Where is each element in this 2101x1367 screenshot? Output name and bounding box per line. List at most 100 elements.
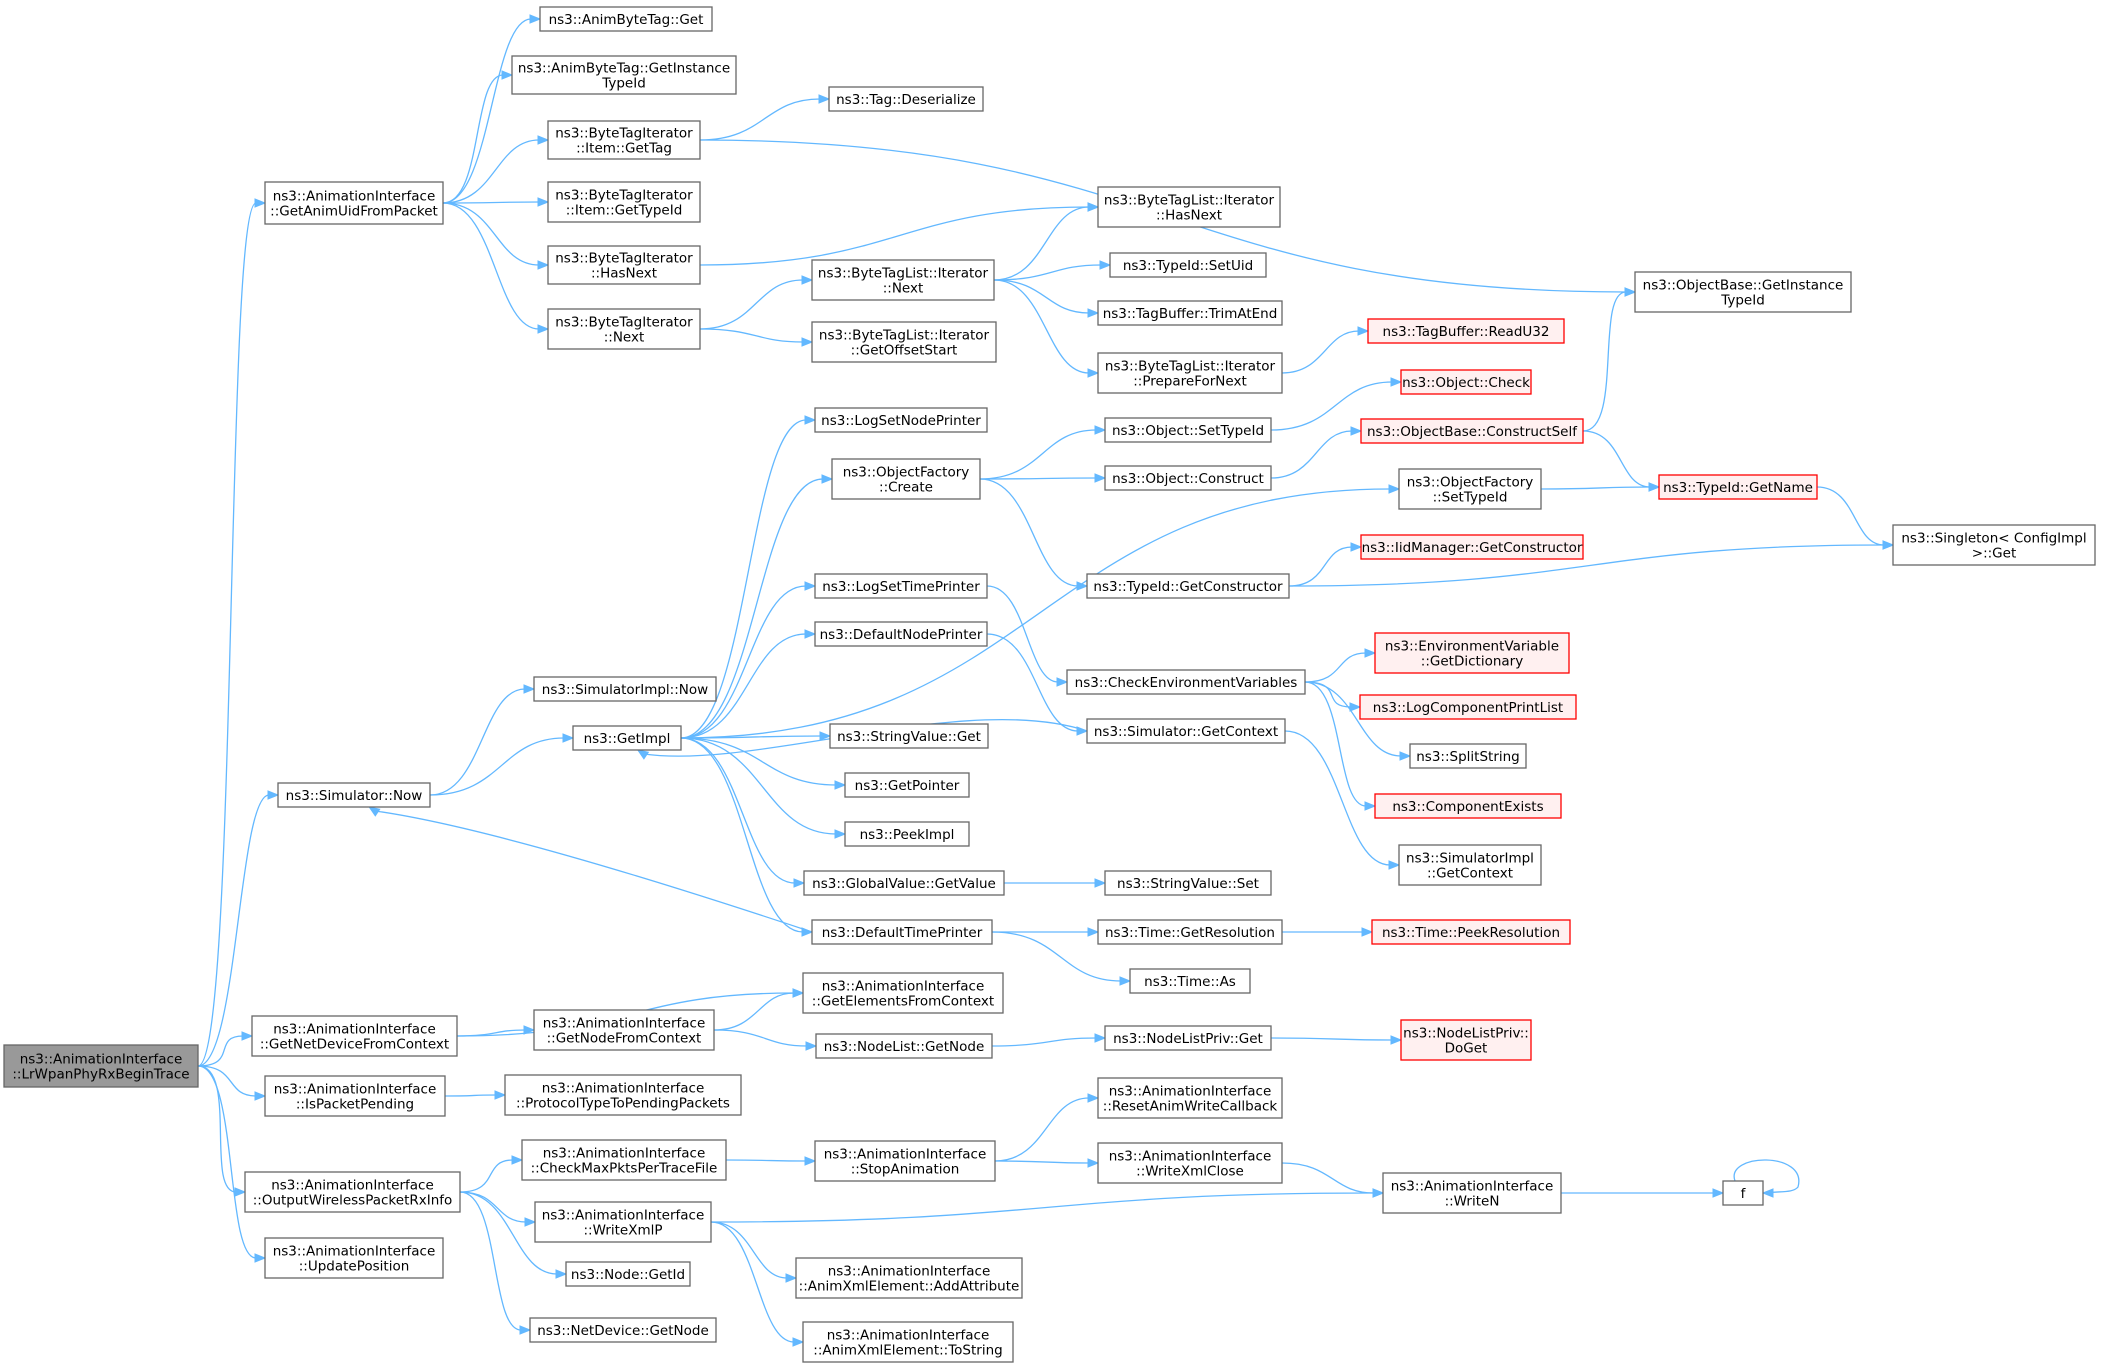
function-node-def-time-pr[interactable]: ns3::DefaultTimePrinter [811,919,993,945]
function-node-def-node-pr[interactable]: ns3::DefaultNodePrinter [814,621,988,647]
node-box [533,1009,715,1051]
function-node-btl-prep[interactable]: ns3::ByteTagList::Iterator::PrepareForNe… [1097,352,1283,394]
edge-root-to-outWireless [197,1065,237,1193]
function-node-sim-now[interactable]: ns3::Simulator::Now [277,782,431,808]
function-node-update-pos[interactable]: ns3::AnimationInterface::UpdatePosition [264,1237,444,1279]
function-node-reset-anim[interactable]: ns3::AnimationInterface::ResetAnimWriteC… [1097,1077,1283,1119]
function-node-sim-impl-now[interactable]: ns3::SimulatorImpl::Now [533,676,717,702]
function-node-get-pointer[interactable]: ns3::GetPointer [844,772,970,798]
edge-btlNext-to-tbTrim [993,279,1090,314]
function-node-tid-get-cons[interactable]: ns3::TypeId::GetConstructor [1086,573,1290,599]
function-node-tb-read[interactable]: ns3::TagBuffer::ReadU32 [1367,318,1565,344]
function-node-add-attr[interactable]: ns3::AnimationInterface::AnimXmlElement:… [795,1257,1023,1299]
function-node-tid-get-name[interactable]: ns3::TypeId::GetName [1658,474,1818,500]
function-node-of-set-tid[interactable]: ns3::ObjectFactory::SetTypeId [1398,468,1542,510]
edge-arrowhead [555,1269,568,1279]
function-node-check-env[interactable]: ns3::CheckEnvironmentVariables [1066,669,1306,695]
function-node-singleton-get[interactable]: ns3::Singleton< ConfigImpl>::Get [1892,524,2096,566]
function-node-btl-has-next[interactable]: ns3::ByteTagList::Iterator::HasNext [1097,186,1281,228]
node-label: ns3::LogComponentPrintList [1373,700,1563,716]
function-node-log-comp-print[interactable]: ns3::LogComponentPrintList [1359,694,1577,720]
node-box [1097,1077,1283,1119]
function-node-comp-exists[interactable]: ns3::ComponentExists [1374,793,1562,819]
function-node-obj-set-tid[interactable]: ns3::Object::SetTypeId [1104,417,1272,443]
function-node-peek-impl[interactable]: ns3::PeekImpl [844,821,970,847]
function-node-obj-check[interactable]: ns3::Object::Check [1400,369,1532,395]
function-node-time-peek-res[interactable]: ns3::Time::PeekResolution [1371,919,1571,945]
edge-arrowhead [1648,482,1661,492]
node-label: ::GetNetDeviceFromContext [260,1037,449,1053]
function-node-log-set-time[interactable]: ns3::LogSetTimePrinter [814,573,988,599]
node-box [1367,318,1565,344]
function-node-ob-const-self[interactable]: ns3::ObjectBase::ConstructSelf [1360,418,1584,444]
node-label: ns3::StringValue::Get [837,729,981,745]
function-node-split-string[interactable]: ns3::SplitString [1409,743,1527,769]
node-label: ns3::ByteTagList::Iterator [1105,359,1276,375]
node-box [1371,919,1571,945]
function-node-proto-pending[interactable]: ns3::AnimationInterface::ProtocolTypeToP… [504,1074,742,1116]
function-node-to-string[interactable]: ns3::AnimationInterface::AnimXmlElement:… [802,1321,1014,1363]
edge-getImpl-to-logSetNode [680,419,807,739]
function-node-node-get-id[interactable]: ns3::Node::GetId [565,1261,691,1287]
function-node-abt-get[interactable]: ns3::AnimByteTag::Get [539,6,713,32]
node-box [1097,1142,1283,1184]
function-node-get-node-ctx[interactable]: ns3::AnimationInterface::GetNodeFromCont… [533,1009,715,1051]
function-node-sv-set[interactable]: ns3::StringValue::Set [1104,870,1272,896]
function-node-iid-get-cons[interactable]: ns3::IidManager::GetConstructor [1360,534,1584,560]
function-node-obj-construct[interactable]: ns3::Object::Construct [1104,465,1272,491]
function-node-nlp-do-get[interactable]: ns3::NodeListPriv::DoGet [1400,1019,1532,1061]
function-node-of-create[interactable]: ns3::ObjectFactory::Create [831,458,981,500]
function-node-write-xml-close[interactable]: ns3::AnimationInterface::WriteXmlClose [1097,1142,1283,1184]
function-node-tag-deser[interactable]: ns3::Tag::Deserialize [828,86,984,112]
function-node-btl-next[interactable]: ns3::ByteTagList::Iterator::Next [811,259,995,301]
node-box [1374,632,1570,674]
function-node-nlp-get[interactable]: ns3::NodeListPriv::Get [1104,1025,1272,1051]
node-label: ns3::ByteTagList::Iterator [819,328,990,344]
function-node-bti-next[interactable]: ns3::ByteTagIterator::Next [547,308,701,350]
edge-arrowhead [1388,860,1401,870]
function-node-write-xml-p[interactable]: ns3::AnimationInterface::WriteXmlP [534,1201,712,1243]
node-label: ns3::LogSetTimePrinter [822,579,980,595]
function-node-nd-get-node[interactable]: ns3::NetDevice::GetNode [529,1317,717,1343]
function-node-check-max[interactable]: ns3::AnimationInterface::CheckMaxPktsPer… [521,1139,727,1181]
function-node-nl-get-node[interactable]: ns3::NodeList::GetNode [815,1033,993,1059]
function-node-env-get-dict[interactable]: ns3::EnvironmentVariable::GetDictionary [1374,632,1570,674]
edge-arrowhead [819,731,832,741]
edge-outWireless-to-checkMax [459,1159,514,1193]
function-node-get-net-dev[interactable]: ns3::AnimationInterface::GetNetDeviceFro… [251,1015,458,1057]
function-node-f[interactable]: f [1722,1180,1764,1206]
function-node-write-n[interactable]: ns3::AnimationInterface::WriteN [1382,1172,1562,1214]
function-node-sv-get[interactable]: ns3::StringValue::Get [829,723,989,749]
node-box [811,321,997,363]
edge-getAnimUid-to-btiGetTypeId [442,201,540,204]
function-node-btl-get-off[interactable]: ns3::ByteTagList::Iterator::GetOffsetSta… [811,321,997,363]
function-node-bti-get-tag[interactable]: ns3::ByteTagIterator::Item::GetTag [547,120,701,160]
function-node-get-anim-uid[interactable]: ns3::AnimationInterface::GetAnimUidFromP… [264,181,444,225]
function-node-is-pending[interactable]: ns3::AnimationInterface::IsPacketPending [264,1075,446,1117]
function-node-gv-get-value[interactable]: ns3::GlobalValue::GetValue [803,870,1005,896]
edge-arrowhead [801,337,814,347]
function-node-tid-set-uid[interactable]: ns3::TypeId::SetUid [1109,252,1267,278]
node-label: ns3::AnimationInterface [822,979,985,995]
function-node-time-get-res[interactable]: ns3::Time::GetResolution [1097,919,1283,945]
function-node-time-as[interactable]: ns3::Time::As [1129,968,1251,994]
function-node-bti-get-type-id[interactable]: ns3::ByteTagIterator::Item::GetTypeId [547,181,701,223]
edge-getNodeCtx-to-getElems [713,992,795,1031]
function-node-tb-trim[interactable]: ns3::TagBuffer::TrimAtEnd [1097,300,1283,326]
edge-logSetTime-to-checkEnv [986,585,1059,683]
function-node-log-set-node[interactable]: ns3::LogSetNodePrinter [814,407,988,433]
node-box [814,573,988,599]
node-label: ::StopAnimation [851,1162,960,1178]
function-node-stop-anim[interactable]: ns3::AnimationInterface::StopAnimation [814,1140,996,1182]
function-node-sim-get-ctx[interactable]: ns3::Simulator::GetContext [1086,718,1286,744]
function-node-root[interactable]: ns3::AnimationInterface::LrWpanPhyRxBegi… [3,1044,199,1088]
function-node-get-elems[interactable]: ns3::AnimationInterface::GetElementsFrom… [802,972,1004,1014]
node-label: ::Create [879,480,933,496]
function-node-out-wireless[interactable]: ns3::AnimationInterface::OutputWirelessP… [244,1171,461,1213]
function-node-get-impl[interactable]: ns3::GetImpl [572,725,682,751]
function-node-bti-has-next[interactable]: ns3::ByteTagIterator::HasNext [547,245,701,285]
function-node-sim-impl-get-ctx[interactable]: ns3::SimulatorImpl::GetContext [1398,844,1542,886]
node-box [1398,468,1542,510]
